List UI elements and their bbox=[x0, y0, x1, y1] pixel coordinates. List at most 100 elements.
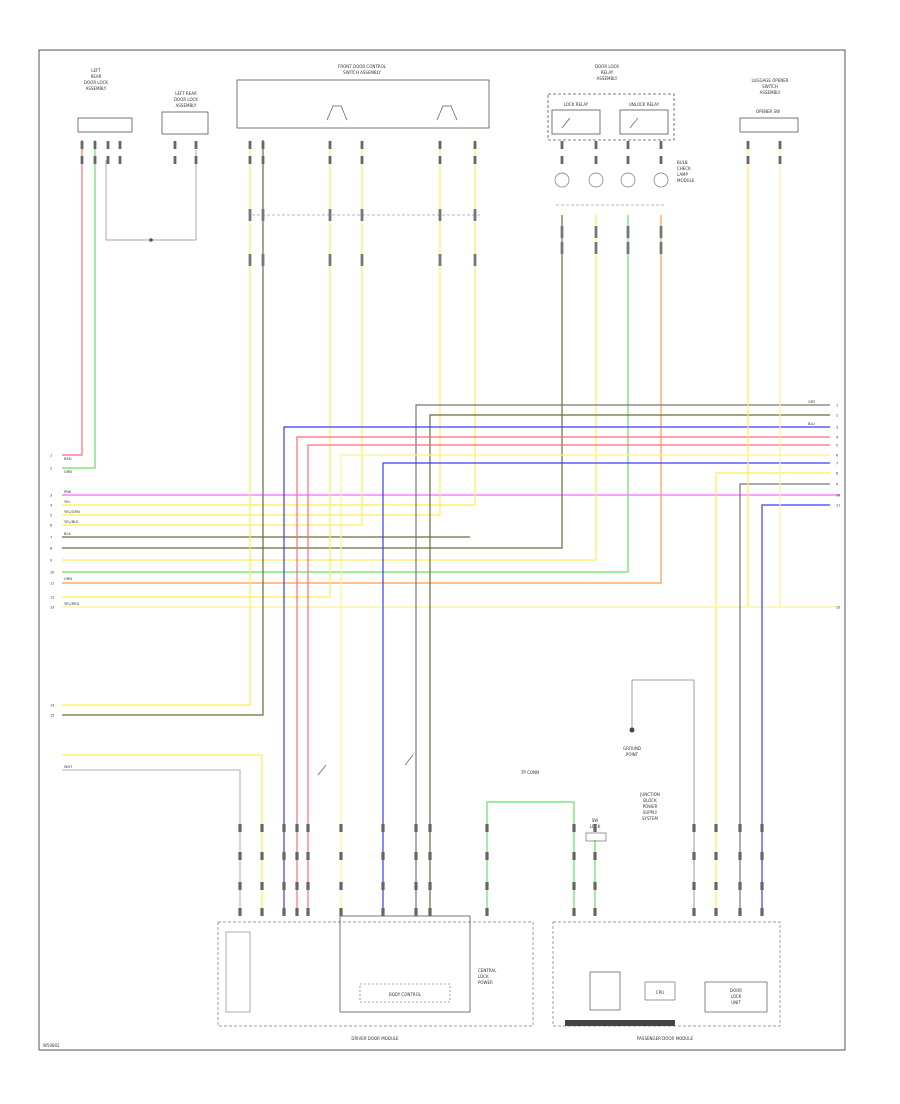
connector-pin-12-2 bbox=[692, 882, 696, 890]
connector-pin-2-1 bbox=[282, 852, 286, 860]
top-pin-2-0 bbox=[106, 141, 110, 149]
wl-yel-grn: YEL/GRN bbox=[64, 510, 80, 514]
connector-marks bbox=[80, 141, 782, 916]
connector-pin-4-0 bbox=[306, 824, 310, 832]
left-terminal-6: 6 bbox=[50, 524, 52, 528]
mid-pin-2-0 bbox=[328, 209, 332, 221]
sw-group-1: SW bbox=[592, 818, 599, 823]
top-pin-11-1 bbox=[473, 156, 477, 164]
wire-red-lh bbox=[62, 140, 83, 456]
wire-wht-lower bbox=[62, 769, 241, 912]
luggage-opener-line-1: LUGGAGE OPENER bbox=[751, 78, 788, 83]
mid-box-line-1: DOOR bbox=[730, 988, 742, 993]
wl-grn: GRN bbox=[64, 470, 72, 474]
lamp-4 bbox=[653, 172, 669, 188]
wire-bundle bbox=[62, 140, 840, 912]
wire-yel-lower bbox=[62, 754, 263, 912]
right-terminal-7: 7 bbox=[836, 462, 838, 466]
front-door-control-box bbox=[236, 79, 490, 129]
front-switch-2 bbox=[436, 105, 458, 121]
top-pin-10-1 bbox=[438, 156, 442, 164]
module-note-2: BLOCK bbox=[643, 798, 657, 803]
mid-box-line-2: LOCK bbox=[731, 994, 742, 999]
wire-grn-row bbox=[62, 215, 629, 573]
top-pin-13-1 bbox=[594, 156, 598, 164]
lamp-note-3: LAMP bbox=[677, 172, 689, 177]
wire-gry-bundle-r bbox=[739, 483, 830, 912]
connector-pin-8-0 bbox=[428, 824, 432, 832]
module-note-3: POWER bbox=[643, 804, 658, 809]
connector-pin-8-3 bbox=[428, 908, 432, 916]
connector-pin-10-3 bbox=[572, 908, 576, 916]
door-lock-relay-component: DOOR LOCK RELAY ASSEMBLY LOCK RELAY UNLO… bbox=[547, 64, 675, 141]
module-note-5: SYSTEM bbox=[642, 816, 658, 821]
lh-door-lock-line-4: ASSEMBLY bbox=[86, 86, 107, 91]
lh-rear-door-line-2: DOOR LOCK bbox=[174, 97, 198, 102]
wl-pnk: PNK bbox=[64, 490, 72, 494]
wire-red-bundle-2 bbox=[307, 444, 830, 912]
wire-yel-row-2 bbox=[62, 140, 441, 516]
top-pin-16-0 bbox=[746, 141, 750, 149]
left-terminal-3: 3 bbox=[50, 494, 52, 498]
connector-pin-3-2 bbox=[295, 882, 299, 890]
ground-label-2: POINT bbox=[626, 752, 639, 757]
wl-blu: BLU bbox=[808, 422, 815, 426]
luggage-opener-line-3: ASSEMBLY bbox=[760, 90, 781, 95]
top-pin-16-1 bbox=[746, 156, 750, 164]
lh-door-lock-line-2: REAR bbox=[91, 74, 102, 79]
lamp-note-4: MODULE bbox=[677, 178, 695, 183]
connector-pin-13-0 bbox=[714, 824, 718, 832]
right-terminal-2: 2 bbox=[836, 414, 838, 418]
wl-orn: ORN bbox=[64, 577, 72, 581]
mid-pin-3-1 bbox=[360, 254, 364, 266]
left-terminal-2: 2 bbox=[50, 467, 52, 471]
front-door-control-line-1: FRONT DOOR CONTROL bbox=[338, 64, 387, 69]
lock-relay-box bbox=[551, 109, 601, 135]
wl-yel-blk: YEL/BLK bbox=[64, 520, 79, 524]
top-pin-4-1 bbox=[173, 156, 177, 164]
connector-pin-6-3 bbox=[381, 908, 385, 916]
connector-pin-9-1 bbox=[485, 852, 489, 860]
top-pin-0-0 bbox=[80, 141, 84, 149]
lh-ground-splice bbox=[149, 238, 153, 242]
wl-yel-red: YEL/RED bbox=[64, 602, 79, 606]
rh-door-module-box bbox=[552, 921, 781, 1027]
top-pin-14-1 bbox=[626, 156, 630, 164]
wire-red-bundle bbox=[296, 436, 830, 912]
luggage-opener-box bbox=[739, 117, 799, 133]
door-lock-relay-line-3: ASSEMBLY bbox=[597, 76, 618, 81]
relay-pin-0-1 bbox=[560, 242, 564, 254]
wire-olive-left-col bbox=[62, 140, 264, 716]
connector-pin-15-1 bbox=[760, 852, 764, 860]
top-pin-13-0 bbox=[594, 141, 598, 149]
connector-pin-10-1 bbox=[572, 852, 576, 860]
connector-pin-0-1 bbox=[238, 852, 242, 860]
connector-pin-1-1 bbox=[260, 852, 264, 860]
rh-door-module: CPU DOOR LOCK UNIT PASSENGER DOOR MODULE bbox=[552, 921, 781, 1041]
right-terminal-12: 12 bbox=[836, 606, 840, 610]
connector-pin-9-2 bbox=[485, 882, 489, 890]
wl-gry: GRY bbox=[808, 400, 816, 404]
rh-motor-box bbox=[589, 971, 621, 1011]
connector-pin-1-3 bbox=[260, 908, 264, 916]
mid-box bbox=[704, 981, 768, 1013]
top-pin-15-1 bbox=[659, 156, 663, 164]
wire-yel-bundle-r bbox=[715, 472, 830, 912]
left-terminal-12: 12 bbox=[50, 596, 54, 600]
right-terminal-3: 3 bbox=[836, 426, 838, 430]
right-terminal-10: 10 bbox=[836, 494, 840, 498]
connector-pin-11-0 bbox=[593, 824, 597, 832]
lh-module-label: DRIVER DOOR MODULE bbox=[351, 1036, 399, 1041]
connector-pin-6-1 bbox=[381, 852, 385, 860]
rh-bus-bar bbox=[565, 1020, 675, 1026]
front-door-control-line-2: SWITCH ASSEMBLY bbox=[343, 70, 381, 75]
lamp-note-2: CHECK bbox=[677, 166, 691, 171]
top-pin-6-0 bbox=[248, 141, 252, 149]
connector-pin-7-0 bbox=[414, 824, 418, 832]
sw-group-box bbox=[585, 832, 607, 842]
connector-pin-11-1 bbox=[593, 852, 597, 860]
top-pin-6-1 bbox=[248, 156, 252, 164]
wire-orn-row bbox=[62, 215, 662, 584]
lh-door-lock-box bbox=[77, 117, 133, 133]
bcm-power-1: CENTRAL bbox=[478, 968, 497, 973]
